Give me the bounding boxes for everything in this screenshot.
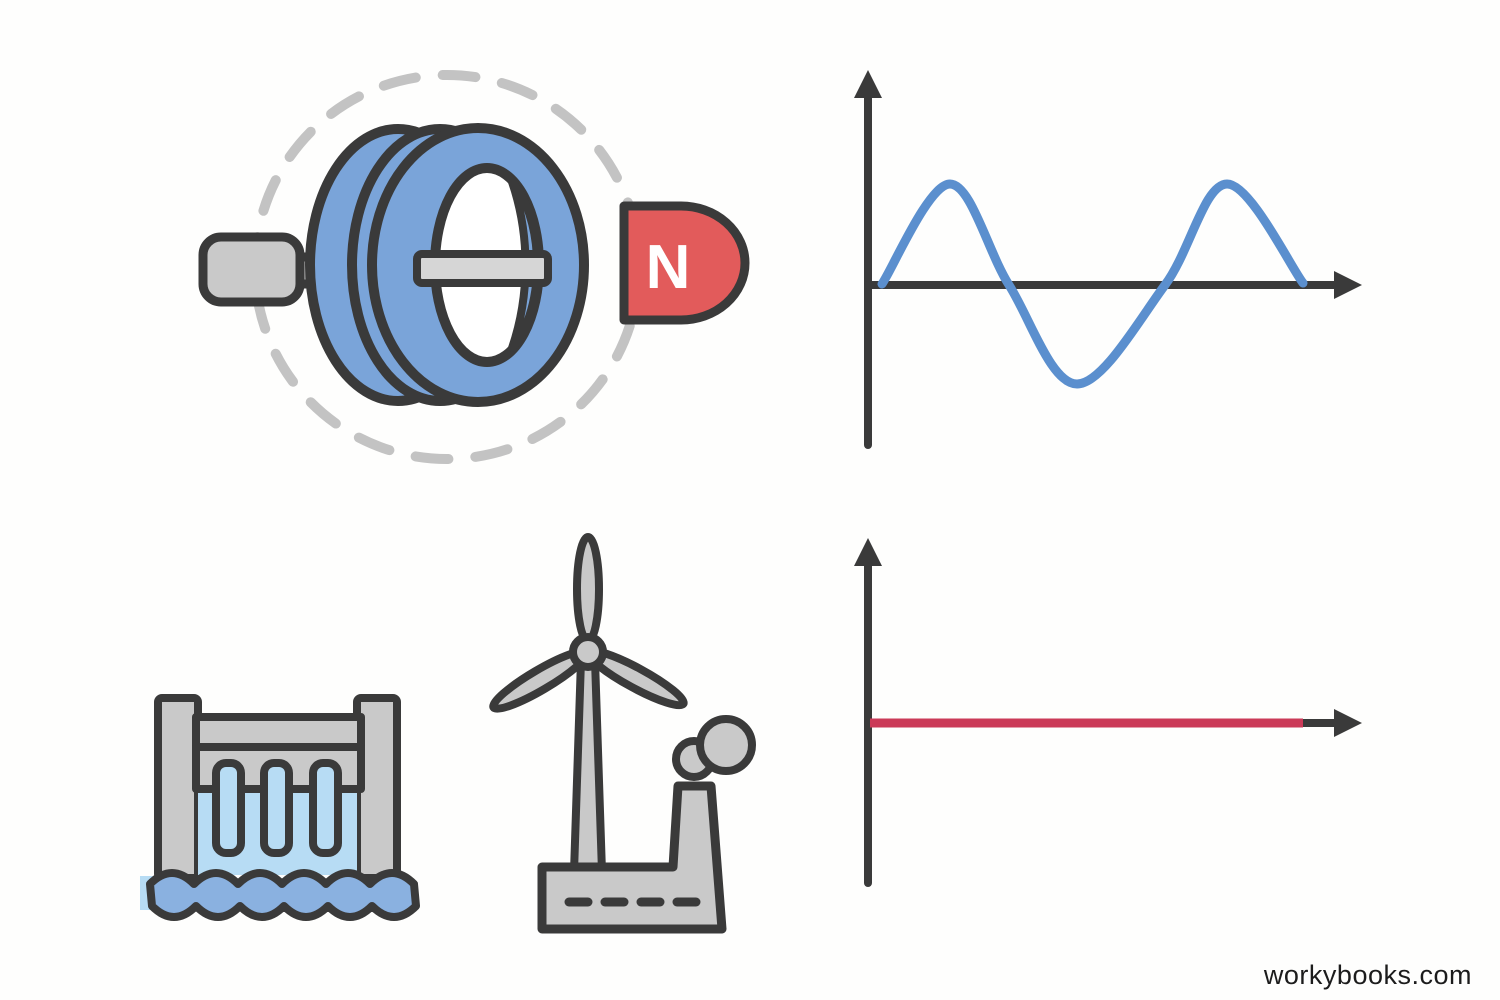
dam-top-beam xyxy=(192,713,365,751)
ac-x-axis-arrow-icon xyxy=(1334,271,1362,299)
river-water-icon xyxy=(146,869,420,921)
hydro-dam-icon xyxy=(140,694,420,921)
factory-building xyxy=(537,781,727,934)
watermark-text: workybooks.com xyxy=(1263,960,1472,990)
wind-turbine-factory-icon xyxy=(489,533,756,934)
magnet-pole-label: N xyxy=(646,233,691,302)
ac-chart xyxy=(854,70,1362,449)
turbine-hub xyxy=(569,633,607,671)
magnet-north-pole xyxy=(619,201,750,325)
turbine-blades-icon xyxy=(489,533,688,713)
coil-icon xyxy=(305,123,589,407)
generator-axle xyxy=(413,250,552,287)
generator-icon xyxy=(198,70,644,464)
smoke-icon xyxy=(672,715,756,781)
dc-chart xyxy=(854,538,1362,887)
generator-handle xyxy=(198,232,305,307)
ac-sine-wave xyxy=(877,179,1308,389)
dc-x-axis-arrow-icon xyxy=(1334,709,1362,737)
dam-gates xyxy=(212,759,342,857)
dc-y-axis-arrow-icon xyxy=(854,538,882,566)
turbine-tower xyxy=(570,656,606,876)
ac-y-axis-arrow-icon xyxy=(854,70,882,98)
magnet-icon: N xyxy=(619,201,750,325)
